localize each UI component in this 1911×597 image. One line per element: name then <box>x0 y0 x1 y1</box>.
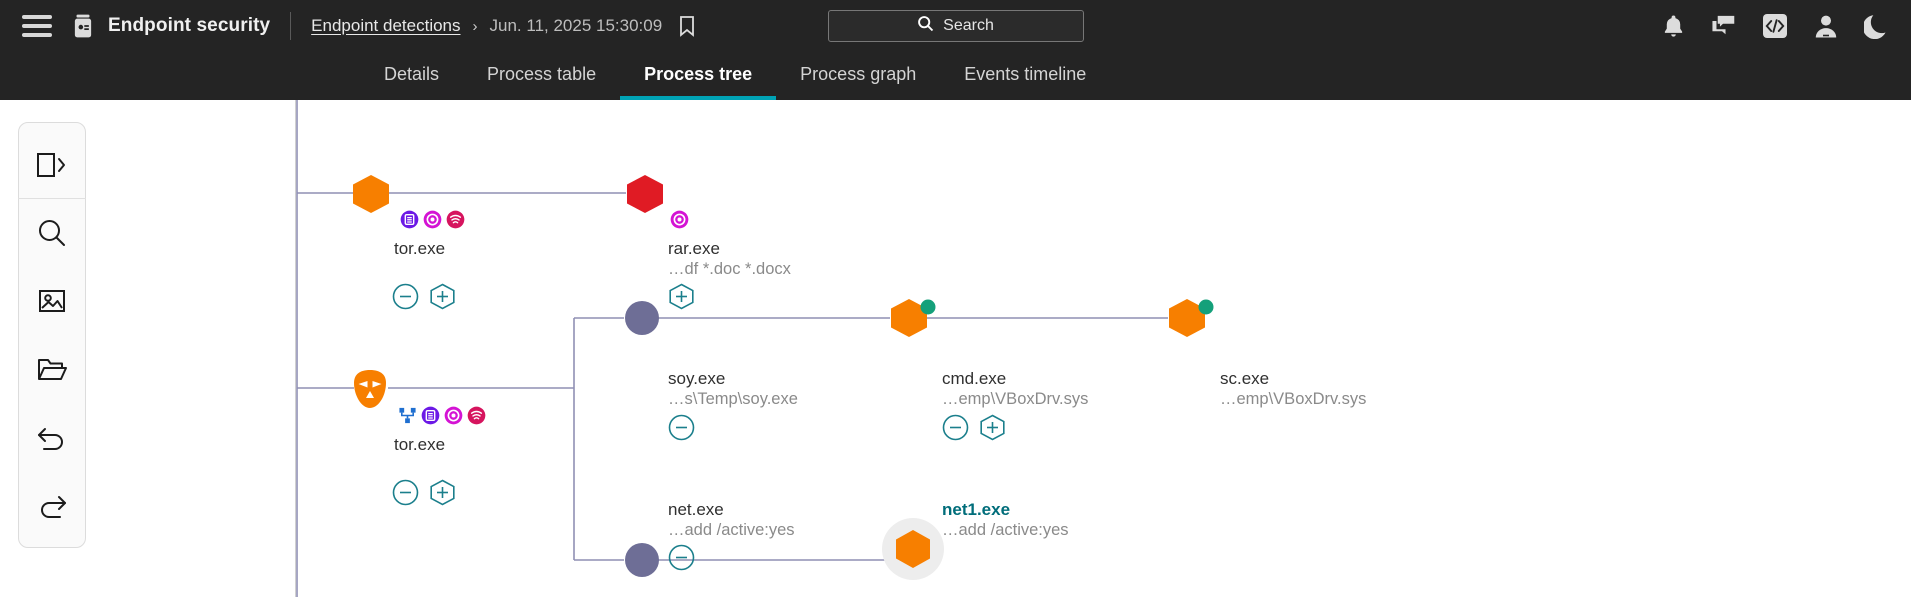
node-badges <box>398 406 486 425</box>
expand-button[interactable] <box>668 283 695 310</box>
process-tree-canvas[interactable]: tor.exe <box>296 100 1911 597</box>
search-icon[interactable] <box>18 199 86 267</box>
header-actions <box>1662 13 1889 39</box>
header-divider <box>290 12 292 40</box>
moon-icon[interactable] <box>1864 13 1889 39</box>
expand-button[interactable] <box>979 414 1006 441</box>
node-shape-rar-exe[interactable] <box>626 174 664 219</box>
tree-badge-icon <box>399 407 416 424</box>
node-controls-cmd-exe <box>942 414 1006 441</box>
node-shape-tor-exe-2[interactable] <box>350 368 390 415</box>
redo-icon[interactable] <box>18 471 86 539</box>
collapse-button[interactable] <box>668 544 695 571</box>
expand-panel-icon[interactable] <box>18 131 86 199</box>
node-controls-rar-exe <box>668 283 695 310</box>
hamburger-icon[interactable] <box>22 15 52 37</box>
tab-process-graph[interactable]: Process graph <box>800 63 917 84</box>
network-badge-icon <box>467 406 486 425</box>
breadcrumb-link-endpoint-detections[interactable]: Endpoint detections <box>311 16 461 35</box>
endpoint-device-icon <box>70 13 96 39</box>
expand-button[interactable] <box>429 283 456 310</box>
node-controls-net-exe <box>668 544 695 571</box>
messages-icon[interactable] <box>1711 14 1736 38</box>
mask-icon <box>354 370 386 408</box>
collapse-button[interactable] <box>942 414 969 441</box>
left-panel <box>0 100 296 597</box>
node-shape-tor-exe[interactable] <box>352 174 390 219</box>
folder-icon[interactable] <box>18 335 86 403</box>
collapse-button[interactable] <box>668 414 695 441</box>
network-badge-icon <box>446 210 465 229</box>
top-header-bar: Endpoint security Endpoint detections › … <box>0 0 1911 52</box>
search-icon <box>917 15 934 37</box>
tab-process-table[interactable]: Process table <box>487 63 597 84</box>
node-shape-cmd-exe[interactable] <box>890 298 938 343</box>
target-badge-icon <box>444 406 463 425</box>
collapse-button[interactable] <box>392 479 419 506</box>
file-badge-icon <box>421 406 440 425</box>
content-area: tor.exe <box>0 100 1911 597</box>
notifications-icon[interactable] <box>1662 14 1685 39</box>
tab-events-timeline[interactable]: Events timeline <box>964 63 1087 84</box>
node-shape-soy-exe[interactable] <box>624 300 660 341</box>
image-icon[interactable] <box>18 267 86 335</box>
file-badge-icon <box>400 210 419 229</box>
node-badges <box>400 210 465 229</box>
hamburger-bar <box>22 15 52 19</box>
node-shape-sc-exe[interactable] <box>1168 298 1216 343</box>
expand-button[interactable] <box>429 479 456 506</box>
bookmark-icon[interactable] <box>678 15 696 37</box>
hamburger-bar <box>22 24 52 28</box>
user-icon[interactable] <box>1814 14 1838 39</box>
target-badge-icon <box>670 210 689 229</box>
code-icon[interactable] <box>1762 13 1788 39</box>
target-badge-icon <box>423 210 442 229</box>
tab-details[interactable]: Details <box>384 63 440 84</box>
search-input[interactable]: Search <box>827 10 1084 42</box>
canvas-toolbar <box>18 122 86 548</box>
tab-bar: Details Process table Process tree Proce… <box>0 52 1911 100</box>
app-title: Endpoint security <box>108 15 271 36</box>
node-shape-net-exe[interactable] <box>624 542 660 583</box>
undo-icon[interactable] <box>18 403 86 471</box>
node-controls-tor-exe-2 <box>392 479 456 506</box>
tab-process-tree[interactable]: Process tree <box>620 52 777 100</box>
hamburger-bar <box>22 33 52 37</box>
breadcrumb-timestamp: Jun. 11, 2025 15:30:09 <box>489 16 663 35</box>
node-badges <box>670 210 689 229</box>
collapse-button[interactable] <box>392 283 419 310</box>
tree-edges <box>296 100 1168 597</box>
search-placeholder: Search <box>943 17 994 34</box>
node-controls-tor-exe-1 <box>392 283 456 310</box>
node-shape-net1-exe[interactable] <box>882 518 944 585</box>
breadcrumb-separator-icon: › <box>472 17 478 35</box>
node-controls-soy-exe <box>668 414 695 441</box>
